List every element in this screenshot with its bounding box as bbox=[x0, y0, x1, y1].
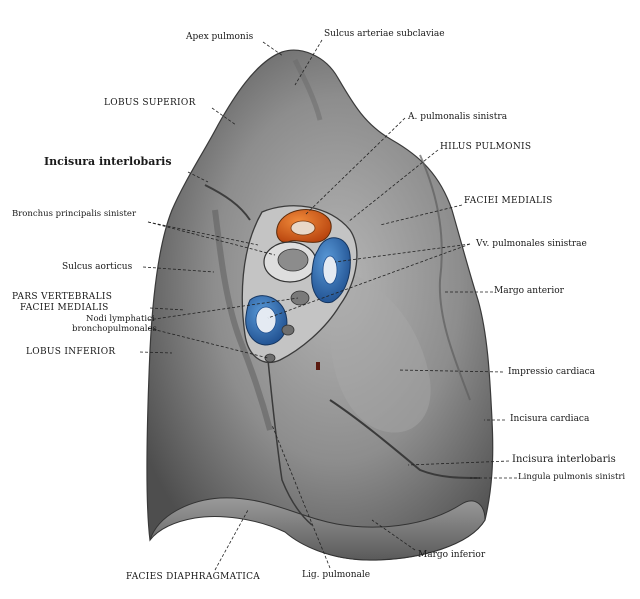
label-pars-vertebralis: PARS VERTEBRALIS bbox=[12, 292, 113, 302]
facies-diaphragmatica-shape bbox=[149, 497, 486, 561]
sulcus-aorticus-groove bbox=[212, 209, 273, 431]
label-margo-anterior: Margo anterior bbox=[494, 286, 564, 296]
oblique-fissure-line bbox=[329, 399, 481, 479]
label-incisura-cardiaca: Incisura cardiaca bbox=[510, 414, 590, 424]
label-incisura-interlobaris-top: Incisura interlobaris bbox=[44, 155, 172, 168]
margo-anterior-edge bbox=[419, 154, 471, 401]
nodi-lymphatici-1 bbox=[290, 290, 310, 306]
nodi-lymphatici-3 bbox=[264, 353, 276, 363]
label-hilus-pulmonis: HILUS PULMONIS bbox=[440, 142, 532, 152]
bronchus-lumen bbox=[277, 248, 309, 272]
label-impressio-cardiaca: Impressio cardiaca bbox=[508, 367, 595, 377]
label-facies-diaphragmatica: FACIES DIAPHRAGMATICA bbox=[126, 572, 261, 582]
label-lobus-superior: LOBUS SUPERIOR bbox=[104, 98, 196, 108]
label-lig-pulmonale: Lig. pulmonale bbox=[302, 570, 371, 580]
label-lingula-pulmonis: Lingula pulmonis sinistri bbox=[518, 472, 626, 482]
leader-lines bbox=[139, 39, 517, 571]
incisura-interlobaris-line bbox=[204, 184, 251, 221]
label-faciei-medialis-right: FACIEI MEDIALIS bbox=[464, 196, 553, 206]
artery-lumen bbox=[290, 220, 316, 236]
label-nodi-lymphatici: Nodi lymphatici bbox=[86, 314, 155, 324]
label-bronchopulmonales: bronchopulmonales bbox=[72, 324, 157, 334]
label-faciei-medialis-left: FACIEI MEDIALIS bbox=[20, 303, 109, 313]
label-a-pulmonalis-sinistra: A. pulmonalis sinistra bbox=[408, 112, 508, 122]
impressio-mark bbox=[316, 362, 320, 370]
nodi-lymphatici-2 bbox=[281, 324, 295, 336]
label-vv-pulmonales-sinistrae: Vv. pulmonales sinistrae bbox=[476, 239, 587, 249]
label-sulcus-arteriae-subclaviae: Sulcus arteriae subclaviae bbox=[324, 29, 445, 39]
label-apex-pulmonis: Apex pulmonis bbox=[186, 32, 254, 42]
cardiac-impression-shade bbox=[330, 270, 431, 433]
lig-pulmonale-line bbox=[267, 359, 313, 526]
label-lobus-inferior: LOBUS INFERIOR bbox=[26, 347, 116, 357]
label-margo-inferior: Margo inferior bbox=[418, 550, 486, 560]
vein-lower-lumen bbox=[255, 306, 277, 334]
label-incisura-interlobaris-bottom: Incisura interlobaris bbox=[512, 454, 616, 465]
label-sulcus-aorticus: Sulcus aorticus bbox=[62, 262, 133, 272]
sulcus-subclavia-groove bbox=[292, 58, 323, 121]
label-bronchus-principalis-sinister: Bronchus principalis sinister bbox=[12, 209, 137, 219]
vein-upper-lumen bbox=[322, 255, 338, 285]
